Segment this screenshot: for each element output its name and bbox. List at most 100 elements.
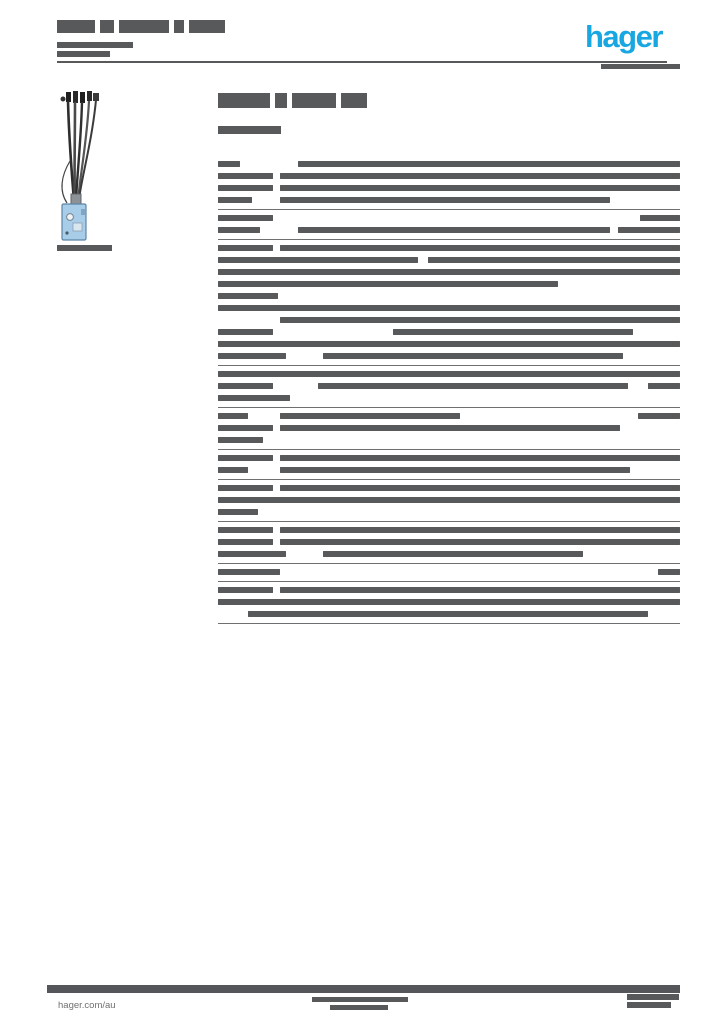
redacted-word-bar: [292, 93, 336, 108]
redacted-text-bar: [218, 281, 558, 287]
redacted-text-bar: [280, 425, 620, 431]
redacted-word-bar: [218, 93, 270, 108]
redacted-text-bar: [218, 257, 418, 263]
redacted-text-bar: [218, 497, 680, 503]
logo-tagline-redacted: [601, 64, 680, 69]
section-separator: [218, 209, 680, 210]
redacted-text-bar: [280, 467, 630, 473]
spec-row: [218, 197, 680, 203]
redacted-text-bar: [218, 341, 680, 347]
redacted-text-bar: [280, 455, 680, 461]
spec-row: [218, 527, 680, 533]
footer-company-info-redacted: [312, 997, 408, 1013]
spec-row: [218, 413, 680, 419]
redacted-text-bar: [298, 161, 680, 167]
spec-section: [218, 455, 680, 473]
spec-section: [218, 527, 680, 557]
section-separator: [218, 449, 680, 450]
redacted-text-bar: [218, 569, 280, 575]
redacted-text-bar: [428, 257, 680, 263]
spec-row: [218, 329, 680, 335]
redacted-line-bar: [57, 42, 133, 48]
spec-row: [218, 371, 680, 377]
footer-page-info-redacted: [627, 994, 679, 1010]
footer-url-link[interactable]: hager.com/au: [56, 996, 170, 1015]
spec-section: [218, 569, 680, 575]
spec-row: [218, 509, 680, 515]
document-title-redacted: [57, 20, 230, 38]
spec-section: [218, 485, 680, 515]
spec-row: [218, 395, 680, 401]
section-separator: [218, 623, 680, 624]
redacted-line-bar: [627, 1002, 671, 1008]
document-subtitle-redacted: [57, 42, 230, 57]
redacted-word-bar: [174, 20, 184, 33]
spec-row: [218, 257, 680, 263]
redacted-text-bar: [218, 485, 273, 491]
product-title-redacted: [218, 93, 680, 111]
redacted-text-bar: [218, 173, 273, 179]
section-separator: [218, 521, 680, 522]
spec-row: [218, 215, 680, 221]
redacted-text-bar: [218, 527, 273, 533]
main-content: [218, 93, 680, 629]
redacted-text-bar: [218, 269, 680, 275]
spec-row: [218, 599, 680, 605]
redacted-text-bar: [218, 425, 273, 431]
document-header: [57, 20, 230, 57]
spec-row: [218, 383, 680, 389]
product-reference-redacted: [218, 126, 281, 134]
redacted-word-bar: [57, 20, 95, 33]
product-figure: [57, 91, 113, 251]
spec-row: [218, 425, 680, 431]
redacted-word-bar: [341, 93, 367, 108]
product-photo-cable-switch: [60, 91, 99, 241]
redacted-text-bar: [218, 215, 273, 221]
redacted-text-bar: [218, 437, 263, 443]
redacted-text-bar: [248, 611, 648, 617]
redacted-text-bar: [218, 305, 680, 311]
redacted-text-bar: [218, 395, 290, 401]
redacted-text-bar: [218, 509, 258, 515]
spec-row: [218, 353, 680, 359]
redacted-text-bar: [280, 527, 680, 533]
spec-row: [218, 185, 680, 191]
section-separator: [218, 563, 680, 564]
spec-row: [218, 551, 680, 557]
spec-row: [218, 317, 680, 323]
redacted-text-bar: [218, 467, 248, 473]
spec-section: [218, 371, 680, 401]
redacted-text-bar: [638, 413, 680, 419]
redacted-text-bar: [318, 383, 628, 389]
redacted-line-bar: [627, 994, 679, 1000]
spec-row: [218, 293, 680, 299]
spec-section: [218, 161, 680, 203]
redacted-word-bar: [189, 20, 225, 33]
redacted-text-bar: [280, 197, 610, 203]
spec-row: [218, 173, 680, 179]
redacted-line-bar: [57, 51, 110, 57]
redacted-line-bar: [312, 997, 408, 1002]
redacted-text-bar: [280, 485, 680, 491]
redacted-text-bar: [393, 329, 633, 335]
spec-row: [218, 281, 680, 287]
spec-section: [218, 413, 680, 443]
redacted-text-bar: [280, 185, 680, 191]
redacted-text-bar: [218, 353, 286, 359]
spec-row: [218, 269, 680, 275]
spec-row: [218, 305, 680, 311]
redacted-text-bar: [298, 227, 610, 233]
redacted-text-bar: [323, 353, 623, 359]
spec-row: [218, 497, 680, 503]
spec-row: [218, 539, 680, 545]
redacted-text-bar: [218, 383, 273, 389]
spec-row: [218, 455, 680, 461]
spec-row: [218, 569, 680, 575]
redacted-text-bar: [218, 245, 273, 251]
redacted-text-bar: [218, 227, 260, 233]
redacted-text-bar: [323, 551, 583, 557]
spec-section: [218, 587, 680, 617]
redacted-text-bar: [218, 455, 273, 461]
redacted-text-bar: [280, 173, 680, 179]
redacted-text-bar: [280, 245, 680, 251]
